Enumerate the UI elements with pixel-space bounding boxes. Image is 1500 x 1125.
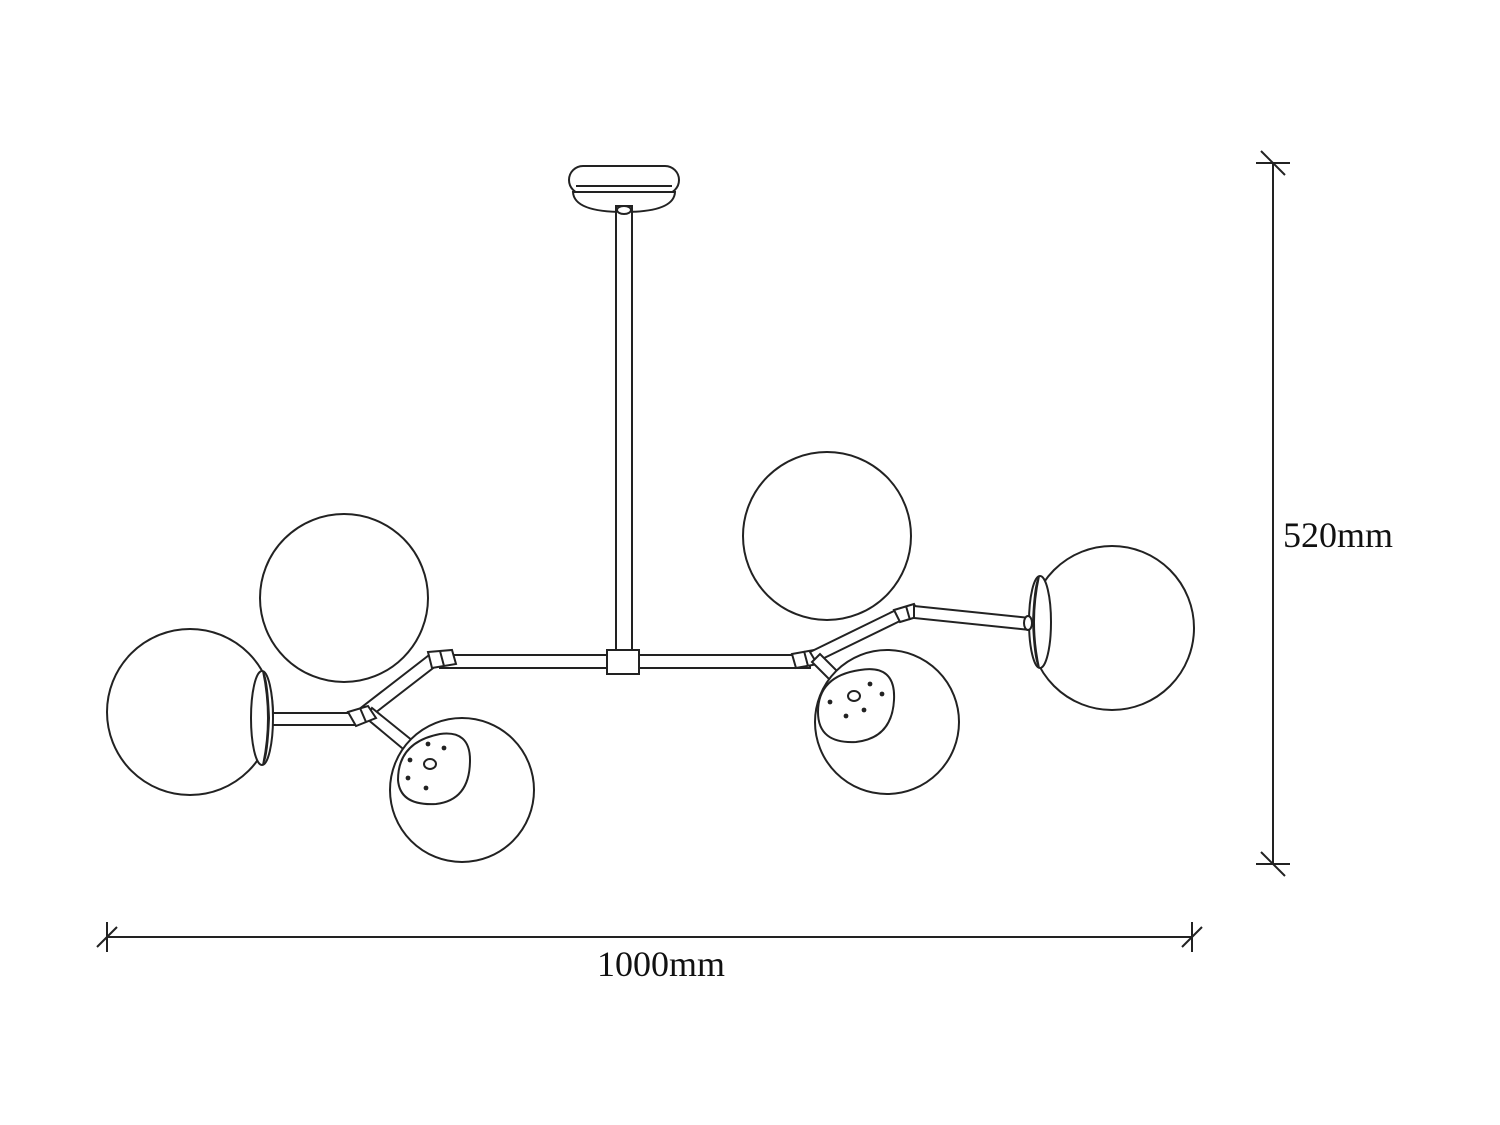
width-dimension-label: 1000mm	[597, 944, 726, 984]
height-dimension-label: 520mm	[1283, 515, 1394, 555]
globe-upper-left	[260, 514, 428, 682]
vertical-stem	[616, 206, 632, 656]
main-bar	[440, 650, 810, 674]
globe-lower-right	[815, 650, 959, 794]
globe-far-right	[1024, 546, 1194, 710]
height-dimension-line	[1256, 151, 1290, 876]
joint-left-branch	[348, 706, 376, 726]
width-dimension-line	[97, 922, 1202, 952]
joint-left-main	[428, 650, 456, 668]
globe-lower-left	[390, 718, 534, 862]
arm-far-left	[272, 713, 356, 725]
globe-upper-right	[743, 452, 911, 620]
globe-far-left	[107, 629, 273, 795]
arm-far-right	[914, 606, 1030, 630]
